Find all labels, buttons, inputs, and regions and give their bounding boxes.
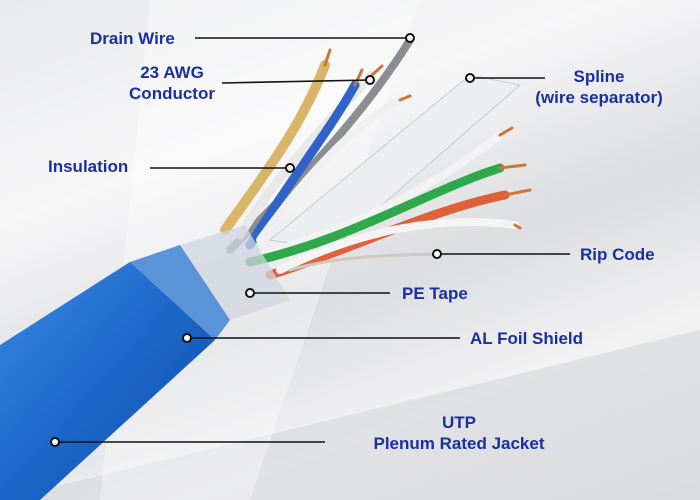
rip-cord bbox=[288, 252, 439, 272]
label-drain-wire: Drain Wire bbox=[90, 29, 175, 48]
label-spline-line1: Spline bbox=[573, 67, 625, 86]
marker-dots bbox=[50, 33, 475, 447]
label-jacket-line2: Plenum Rated Jacket bbox=[373, 434, 545, 453]
white-orange-wire bbox=[276, 218, 519, 274]
label-conductor-line1: 23 AWG bbox=[140, 63, 204, 82]
green-wire bbox=[245, 163, 505, 267]
drain-wire bbox=[226, 36, 414, 254]
label-al-foil-shield: AL Foil Shield bbox=[470, 329, 584, 348]
label-conductor: 23 AWG Conductor bbox=[112, 62, 232, 104]
tan-wire bbox=[220, 60, 330, 235]
label-insulation: Insulation bbox=[48, 157, 129, 176]
label-spline: Spline (wire separator) bbox=[520, 66, 678, 108]
white-wire-2 bbox=[256, 96, 404, 244]
label-jacket-line1: UTP bbox=[442, 413, 476, 432]
wires bbox=[220, 36, 522, 280]
copper-tips bbox=[323, 48, 532, 230]
white-green-wire bbox=[256, 131, 504, 259]
label-jacket: UTP Plenum Rated Jacket bbox=[350, 412, 568, 454]
label-spline-line2: (wire separator) bbox=[535, 88, 663, 107]
label-pe-tape: PE Tape bbox=[402, 284, 468, 303]
pe-tape bbox=[180, 225, 290, 320]
leader-lines bbox=[55, 37, 570, 443]
label-conductor-line2: Conductor bbox=[129, 84, 215, 103]
label-rip-code: Rip Code bbox=[580, 245, 655, 264]
al-foil-shield bbox=[130, 245, 230, 340]
blue-wire bbox=[245, 80, 360, 250]
